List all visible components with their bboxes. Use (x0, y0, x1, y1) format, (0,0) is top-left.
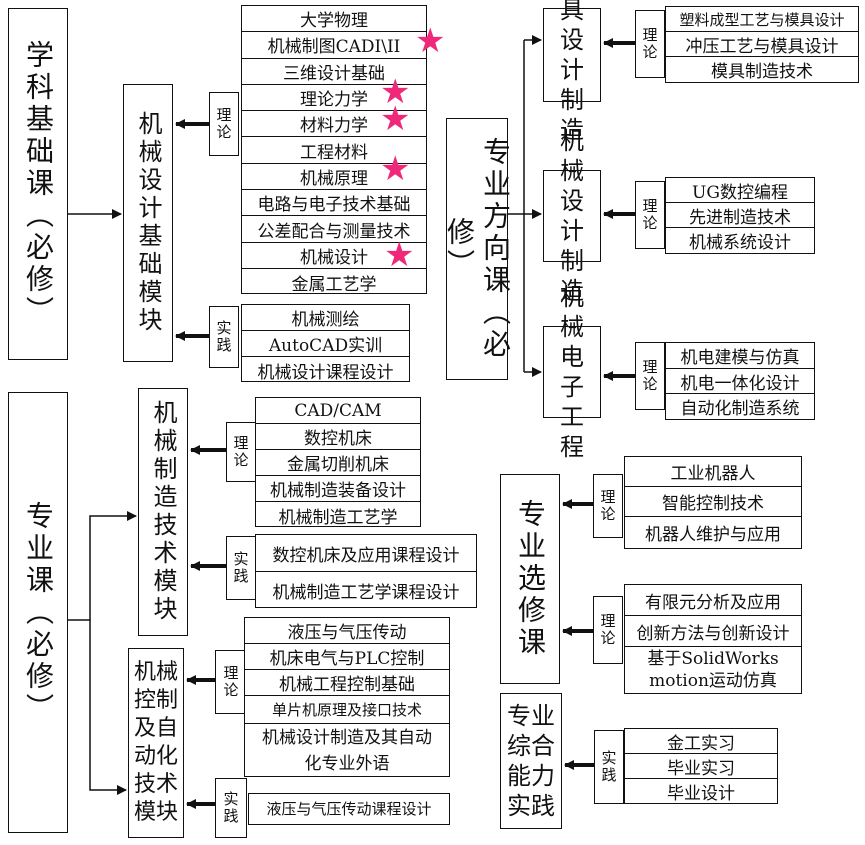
module-mech-design: 机械设计制造 (543, 127, 601, 305)
course-item: 机床电气与PLC控制 (245, 644, 449, 670)
course-item: 机电一体化设计 (666, 369, 814, 394)
course-item: 机械制造装备设计 (256, 476, 420, 502)
category-professional: 专业课（必修） (8, 392, 68, 833)
course-item: 模具制造技术 (711, 62, 813, 82)
course-item: 材料力学 (242, 111, 426, 138)
course-list-design-base-practice: 机械测绘 AutoCAD实训 机械设计课程设计 (241, 304, 410, 383)
category-elective: 专业选修课 (500, 474, 560, 684)
category-direction: 专业方向课（必修） (443, 118, 512, 380)
course-list-mechatronics-theory: 机电建模与仿真 机电一体化设计 自动化制造系统 (665, 342, 815, 420)
course-item: 机械设计课程设计 (257, 362, 394, 383)
course-item: 金属工艺学 (291, 274, 377, 295)
course-item: UG数控编程 (666, 178, 814, 203)
course-item: CAD/CAM (256, 398, 420, 424)
star-icon: ★ (380, 149, 411, 189)
course-item: 公差配合与测量技术 (242, 216, 426, 243)
module-control: 机械控制及自动化技术模块 (128, 648, 184, 838)
course-list-elective-1: 工业机器人 智能控制技术 机器人维护与应用 (624, 456, 802, 549)
course-list-practice: 金工实习 毕业实习 毕业设计 (624, 728, 778, 804)
tag-practice-final: 实践 (594, 730, 624, 804)
module-mold: 模具设计制造 (543, 0, 601, 144)
module-mechatronics: 机械电子工程 (543, 283, 601, 461)
tag-theory-mech-design: 理论 (635, 181, 665, 249)
course-item: 先进制造技术 (666, 203, 814, 228)
star-icon: ★ (380, 99, 411, 139)
course-item: AutoCAD实训 (242, 331, 409, 357)
star-icon: ★ (384, 235, 415, 275)
course-item: 金属切削机床 (256, 450, 420, 476)
course-list-elective-2: 有限元分析及应用 创新方法与创新设计 基于SolidWorks motion运动… (624, 584, 802, 694)
category-basic: 学科基础课（必修） (8, 8, 68, 360)
course-item: 数控机床 (256, 424, 420, 450)
category-practice: 专业综合能力实践 (500, 693, 562, 829)
star-icon: ★ (415, 21, 446, 61)
tag-theory-design-base: 理论 (209, 92, 239, 156)
course-item: 机械系统设计 (689, 233, 791, 253)
course-item: 基于SolidWorks motion运动仿真 (647, 648, 779, 691)
course-item: 三维设计基础 (242, 59, 426, 85)
course-item: 机电建模与仿真 (666, 343, 814, 369)
star-icon: ★ (380, 72, 411, 112)
tag-practice-mfg: 实践 (226, 536, 256, 600)
module-design-base: 机械设计基础模块 (123, 84, 173, 362)
tag-practice-control: 实践 (215, 778, 247, 838)
tag-theory-elective-2: 理论 (593, 596, 623, 664)
course-item: 机械原理 (242, 164, 426, 191)
course-item: 机器人维护与应用 (645, 524, 781, 545)
course-item: 创新方法与创新设计 (625, 616, 801, 647)
course-item: 机械制图CADI\II (242, 32, 426, 59)
course-item: 液压与气压传动课程设计 (266, 800, 432, 818)
course-item: 自动化制造系统 (680, 399, 800, 419)
tag-practice-design-base: 实践 (209, 306, 239, 368)
course-item: 智能控制技术 (625, 487, 801, 517)
course-item: 机械设计制造及其自动化专业外语 (262, 728, 432, 774)
course-item: 大学物理 (242, 6, 426, 33)
tag-theory-mfg: 理论 (226, 422, 256, 482)
course-item: 有限元分析及应用 (625, 585, 801, 616)
course-list-mold-theory: 塑料成型工艺与模具设计 冲压工艺与模具设计 模具制造技术 (665, 6, 859, 83)
course-item: 数控机床及应用课程设计 (256, 535, 476, 572)
course-list-control-theory: 液压与气压传动 机床电气与PLC控制 机械工程控制基础 单片机原理及接口技术 机… (244, 617, 450, 777)
course-item: 机械测绘 (242, 305, 409, 331)
course-list-design-base-theory: 大学物理 机械制图CADI\II 三维设计基础 理论力学 材料力学 工程材料 机… (241, 5, 427, 295)
tag-theory-elective-1: 理论 (593, 474, 623, 538)
course-item: 工程材料 (242, 137, 426, 164)
module-manufacturing: 机械制造技术模块 (138, 388, 188, 636)
course-list-control-practice: 液压与气压传动课程设计 (248, 793, 450, 825)
course-item: 液压与气压传动 (245, 618, 449, 644)
course-list-mech-design-theory: UG数控编程 先进制造技术 机械系统设计 (665, 177, 815, 254)
course-item: 工业机器人 (625, 457, 801, 487)
course-item: 塑料成型工艺与模具设计 (666, 7, 858, 32)
course-item: 理论力学 (242, 85, 426, 112)
course-item: 机械制造工艺学 (278, 507, 398, 528)
course-list-mfg-practice: 数控机床及应用课程设计 机械制造工艺学课程设计 (255, 534, 477, 608)
course-item: 毕业实习 (625, 754, 777, 779)
tag-theory-mechatronics: 理论 (635, 342, 665, 410)
course-item: 机械工程控制基础 (245, 670, 449, 696)
course-item: 机械制造工艺学课程设计 (272, 583, 460, 603)
course-item: 机械设计 (242, 243, 426, 269)
course-item: 金工实习 (625, 729, 777, 754)
course-item: 单片机原理及接口技术 (245, 696, 449, 724)
tag-theory-control: 理论 (215, 650, 247, 714)
course-item: 电路与电子技术基础 (242, 190, 426, 217)
course-list-mfg-theory: CAD/CAM 数控机床 金属切削机床 机械制造装备设计 机械制造工艺学 (255, 397, 421, 528)
course-item: 冲压工艺与模具设计 (666, 32, 858, 57)
tag-theory-mold: 理论 (635, 10, 665, 78)
course-item: 毕业设计 (667, 783, 735, 804)
